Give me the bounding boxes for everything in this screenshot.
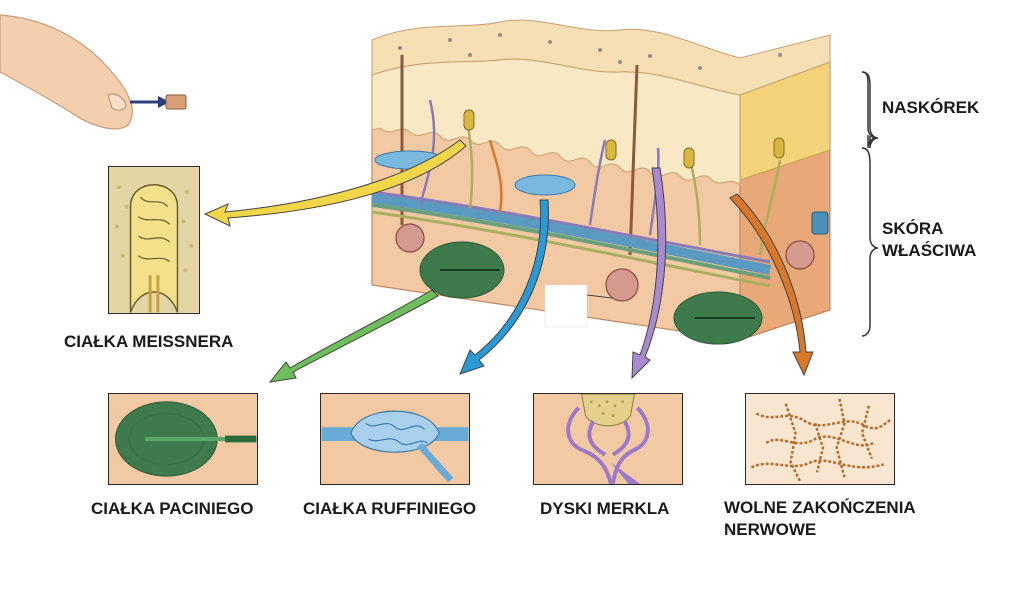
merkel-disc-image bbox=[534, 394, 682, 484]
label-pacini: CIAŁKA PACINIEGO bbox=[91, 499, 254, 518]
label-epidermis: NASKÓREK bbox=[882, 98, 980, 117]
label-free-nerve-line2: NERWOWE bbox=[724, 520, 817, 539]
ruffini-corpuscle-image bbox=[321, 394, 469, 484]
label-dermis-line2: WŁAŚCIWA bbox=[882, 241, 977, 260]
pacini-panel bbox=[108, 393, 258, 485]
layer-braces bbox=[861, 71, 879, 337]
free-nerve-endings-image bbox=[746, 394, 894, 484]
label-ruffini: CIAŁKA RUFFINIEGO bbox=[303, 499, 477, 518]
meissner-corpuscle-image bbox=[109, 167, 199, 313]
label-meissner: CIAŁKA MEISSNERA bbox=[64, 332, 234, 351]
merkel-panel bbox=[533, 393, 683, 485]
ruffini-panel bbox=[320, 393, 470, 485]
pacini-corpuscle-image bbox=[109, 394, 257, 484]
label-merkel: DYSKI MERKLA bbox=[540, 499, 670, 518]
arrows bbox=[203, 139, 814, 383]
skin-block bbox=[371, 19, 831, 345]
label-free-nerve-line1: WOLNE ZAKOŃCZENIA bbox=[724, 498, 916, 517]
finger-illustration bbox=[0, 14, 187, 130]
meissner-panel bbox=[108, 166, 200, 314]
label-dermis-line1: SKÓRA bbox=[882, 219, 944, 238]
free-nerve-panel bbox=[745, 393, 895, 485]
